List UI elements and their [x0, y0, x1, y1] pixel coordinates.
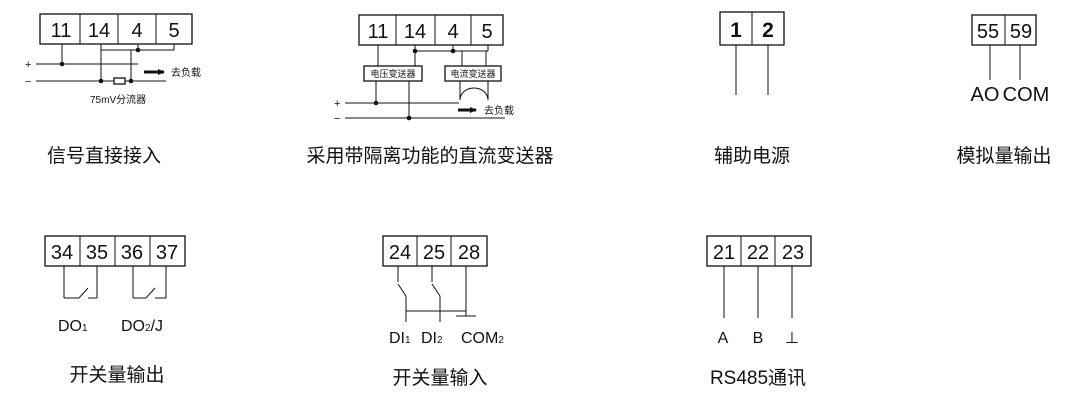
terminal-label: 5: [481, 21, 492, 43]
terminal-label: 55: [977, 21, 999, 43]
shunt-label: 75mV分流器: [90, 93, 146, 106]
ground-icon: ⊥: [785, 330, 799, 347]
relay-contact-icon: [132, 266, 167, 299]
terminal-label: 4: [447, 21, 458, 43]
terminal-block: [39, 13, 193, 45]
voltage-transducer-box: [363, 65, 423, 82]
terminal-label: 24: [389, 242, 411, 264]
analog-output-diagram: 55 59 AO COM 模拟量输出: [956, 14, 1052, 167]
aux-power-diagram: 1 2 辅助电源: [714, 11, 790, 167]
terminal-label: 2: [762, 19, 774, 42]
terminal-label: 4: [131, 20, 142, 42]
plus-label: +: [334, 98, 340, 110]
terminal-label: 59: [1010, 21, 1032, 43]
com-label: COM: [1003, 84, 1050, 106]
direct-signal-diagram: 11 14 4 5 + − 去负载 75mV分流器 信号直接接入: [25, 13, 201, 167]
terminal-label: 25: [423, 242, 445, 264]
caption: RS485通讯: [710, 367, 806, 389]
do2-label: DO2/J: [121, 318, 163, 335]
di2-label: DI2: [421, 330, 443, 347]
caption: 信号直接接入: [47, 145, 161, 167]
com2-label: COM2: [461, 330, 504, 347]
load-label: 去负载: [484, 104, 514, 117]
terminal-label: 28: [458, 242, 480, 264]
terminal-label: 35: [86, 242, 108, 264]
caption: 开关量输入: [392, 367, 487, 389]
b-label: B: [753, 330, 764, 347]
terminal-block: [358, 14, 504, 46]
terminal-block: [706, 235, 812, 267]
minus-label: −: [25, 76, 31, 88]
terminal-label: 37: [156, 242, 178, 264]
switch-input-diagram: 24 25 28 DI1 DI2 COM2 开关量输入: [382, 235, 504, 389]
terminal-label: 22: [747, 242, 769, 264]
terminal-label: 34: [51, 242, 73, 264]
terminal-block: [382, 235, 488, 267]
terminal-block: [971, 14, 1037, 46]
isolated-transducer-diagram: 11 14 4 5 电压变送器 电流变送器 + − 去负载 采用带隔离功能的直流…: [306, 14, 554, 167]
plus-label: +: [25, 59, 31, 71]
switch-contact-icon: [431, 266, 441, 322]
di1-label: DI1: [389, 330, 411, 347]
voltage-transducer-label: 电压变送器: [370, 68, 415, 79]
caption: 采用带隔离功能的直流变送器: [306, 145, 553, 167]
switch-output-diagram: 34 35 36 37 DO1 DO2/J 开关量输出: [44, 235, 186, 386]
terminal-label: 21: [713, 242, 735, 264]
current-transducer-label: 电流变送器: [450, 68, 495, 79]
terminal-label: 14: [404, 21, 426, 43]
terminal-label: 14: [88, 20, 110, 42]
ao-label: AO: [971, 84, 1000, 106]
shunt-resistor: [113, 77, 126, 85]
switch-contact-icon: [397, 266, 407, 322]
terminal-label: 11: [51, 20, 72, 42]
do1-label: DO1: [58, 318, 88, 335]
terminal-label: 5: [168, 20, 179, 42]
rs485-diagram: 21 22 23 A B ⊥ RS485通讯: [706, 235, 812, 389]
caption: 辅助电源: [714, 145, 790, 167]
terminal-label: 36: [121, 242, 143, 264]
a-label: A: [718, 330, 729, 347]
terminal-label: 11: [368, 21, 389, 43]
relay-contact-icon: [63, 266, 98, 299]
caption: 开关量输出: [69, 364, 164, 386]
terminal-label: 23: [782, 242, 804, 264]
load-label: 去负载: [171, 66, 201, 79]
terminal-label: 1: [730, 19, 742, 42]
caption: 模拟量输出: [956, 145, 1051, 167]
minus-label: −: [334, 113, 340, 125]
current-transducer-box: [444, 65, 502, 82]
